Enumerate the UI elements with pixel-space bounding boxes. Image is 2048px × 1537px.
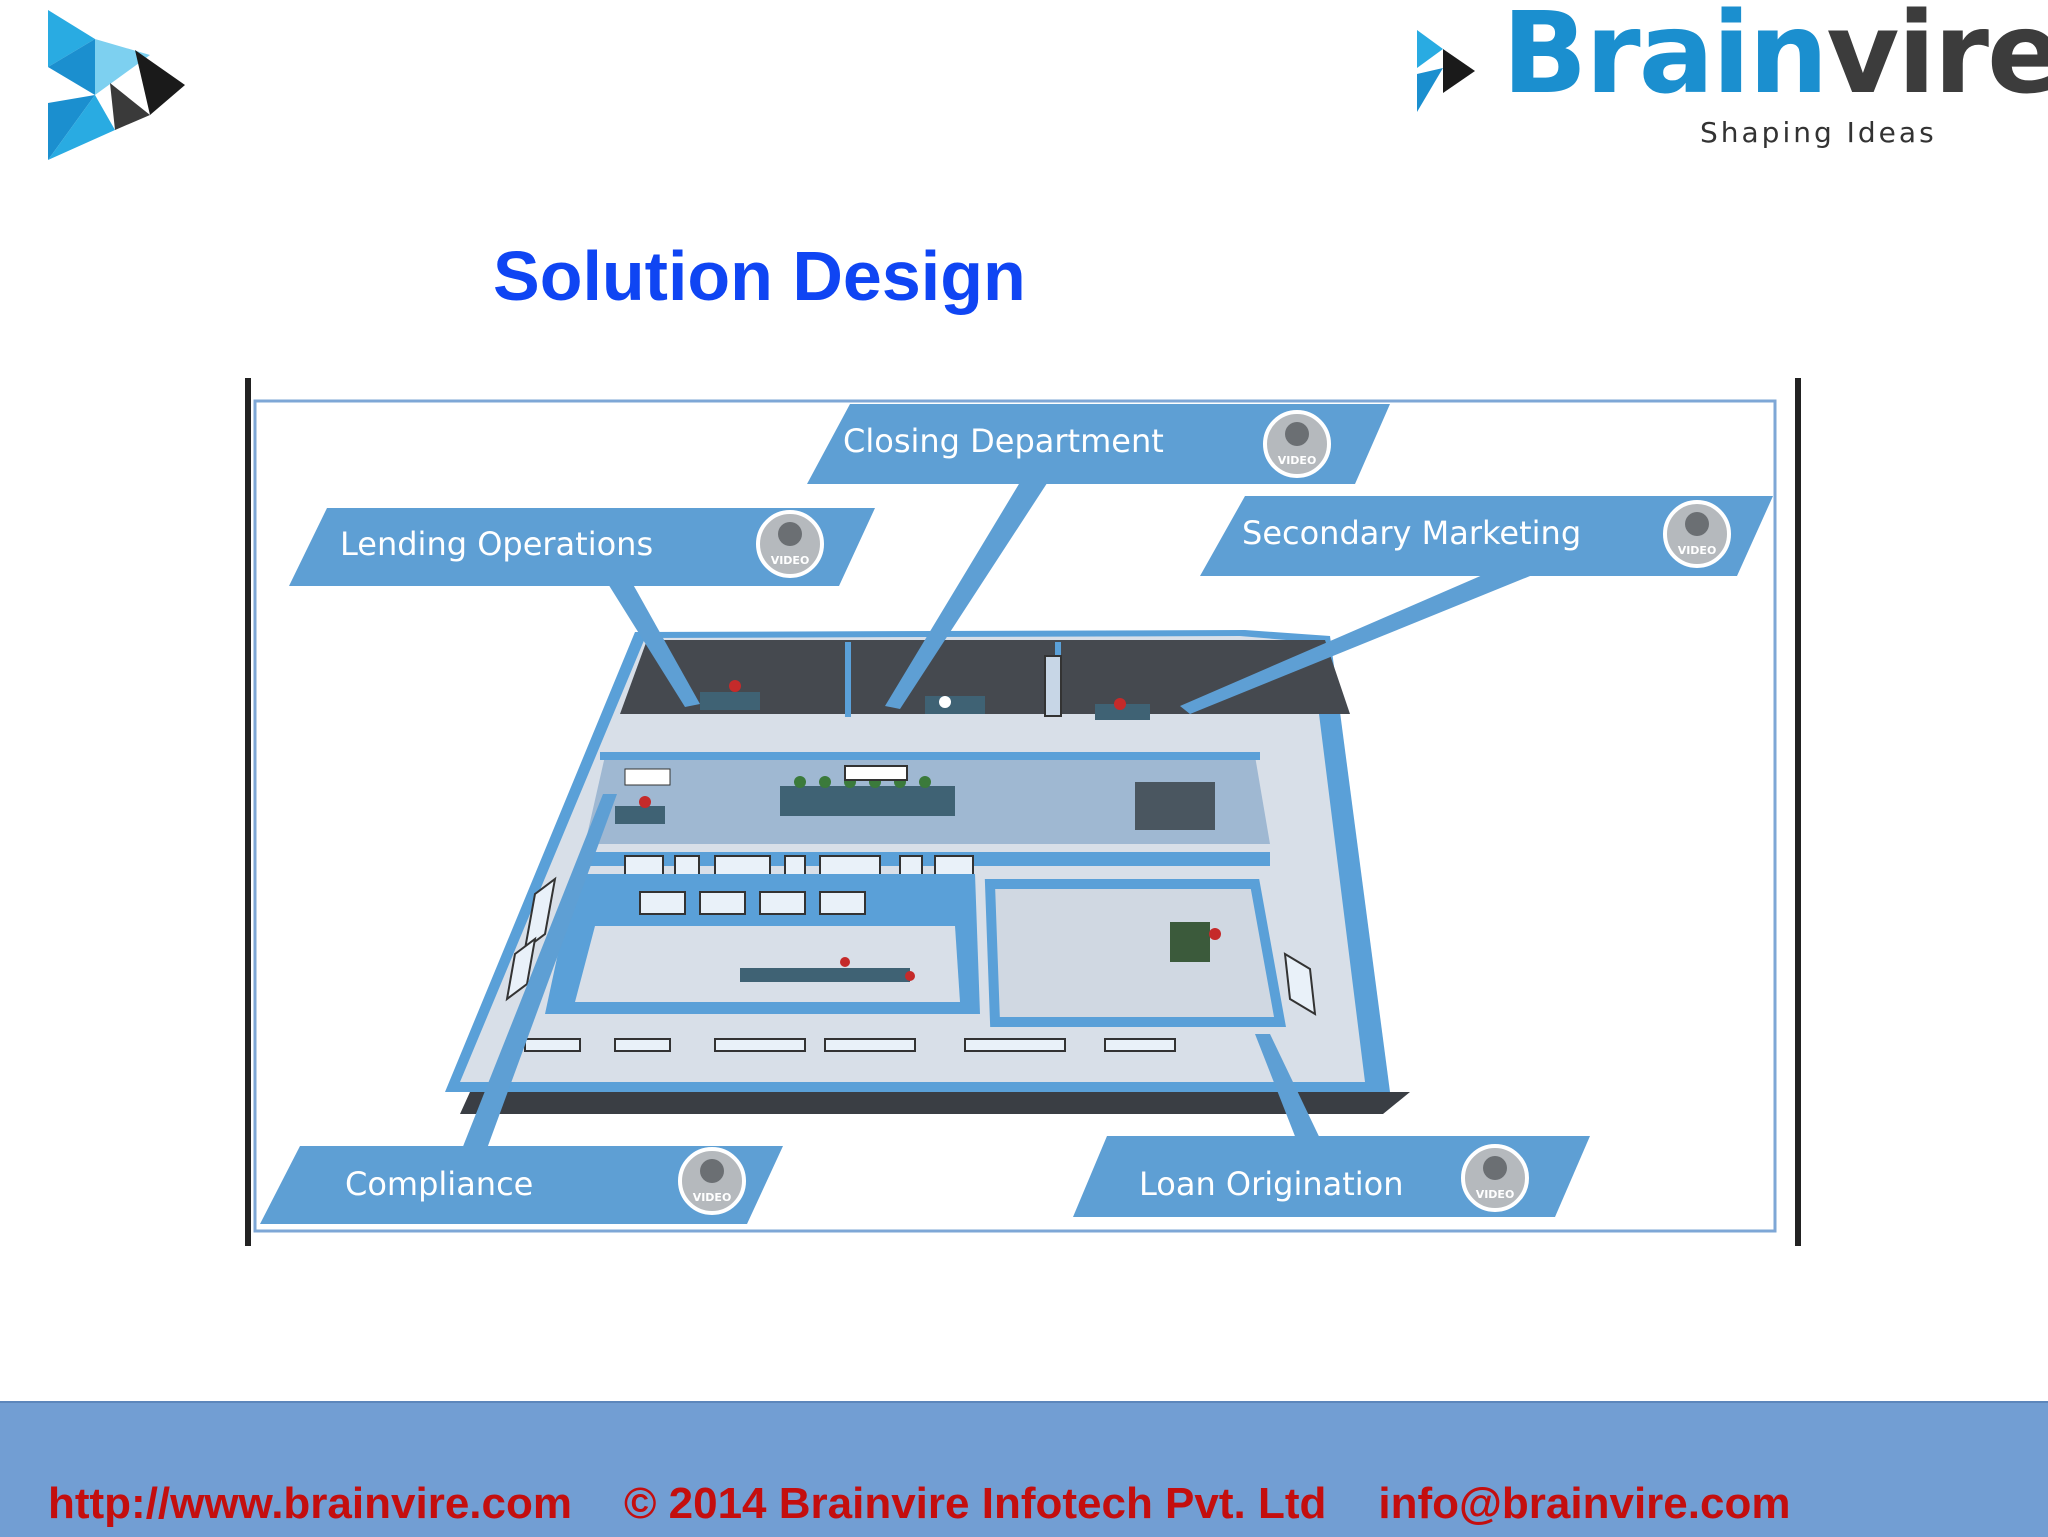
lending-operations-label: Lending Operations <box>340 525 653 563</box>
svg-text:VIDEO: VIDEO <box>771 554 810 567</box>
window <box>624 768 671 786</box>
callout-lending-operations[interactable]: Lending Operations VIDEO <box>289 508 875 586</box>
loan-origination-label: Loan Origination <box>1139 1165 1404 1203</box>
video-icon[interactable]: VIDEO <box>678 1147 746 1215</box>
desk-chair <box>905 971 915 981</box>
brand-name: Brainvire <box>1502 0 2048 110</box>
callout-closing-department[interactable]: Closing Department VIDEO <box>807 404 1390 484</box>
side-windows-left <box>505 876 557 1002</box>
footer-website-link[interactable]: http://www.brainvire.com <box>48 1479 572 1528</box>
video-icon[interactable]: VIDEO <box>1263 410 1331 478</box>
bottom-right-room <box>984 879 1286 1027</box>
brand-chevron-icon <box>1417 30 1475 112</box>
footer-copyright: © 2014 Brainvire Infotech Pvt. Ltd <box>623 1479 1327 1528</box>
conference-chair <box>794 776 806 788</box>
callout-compliance[interactable]: Compliance VIDEO <box>260 1146 783 1224</box>
door <box>1044 655 1062 717</box>
svg-text:VIDEO: VIDEO <box>693 1191 732 1204</box>
desk-chair <box>639 796 651 808</box>
svg-text:VIDEO: VIDEO <box>1476 1188 1515 1201</box>
desk <box>925 696 985 714</box>
corner-logo-icon <box>40 5 190 165</box>
video-icon[interactable]: VIDEO <box>1663 500 1731 568</box>
cubicle-row <box>639 891 866 915</box>
footer-email-link[interactable]: info@brainvire.com <box>1378 1479 1791 1528</box>
slide-title: Solution Design <box>493 237 1026 315</box>
window-row <box>624 855 974 877</box>
video-icon[interactable]: VIDEO <box>756 510 824 578</box>
brand-tagline: Shaping Ideas <box>1700 116 1937 149</box>
brand-logo: Brainvire Shaping Ideas <box>1410 0 2048 150</box>
desk-chair <box>939 696 951 708</box>
svg-text:VIDEO: VIDEO <box>1278 454 1317 467</box>
desk-chair <box>729 680 741 692</box>
svg-text:VIDEO: VIDEO <box>1678 544 1717 557</box>
pointer-secondary-marketing <box>1180 574 1535 714</box>
top-room-floor <box>620 640 1350 714</box>
brand-name-part1: Brain <box>1502 0 1828 119</box>
video-icon[interactable]: VIDEO <box>1461 1144 1529 1212</box>
callout-secondary-marketing[interactable]: Secondary Marketing VIDEO <box>1200 496 1773 576</box>
wall <box>600 752 1260 760</box>
pointer-lending-operations <box>605 579 700 707</box>
office-floor-diagram: Closing Department VIDEO Lending Operati… <box>245 378 1801 1246</box>
conference-table <box>780 786 955 816</box>
desk <box>1095 704 1150 720</box>
office-desk <box>1170 922 1210 962</box>
building-base <box>460 1092 1410 1114</box>
conference-chair <box>819 776 831 788</box>
desk-chair <box>1114 698 1126 710</box>
room-divider <box>845 642 851 717</box>
conference-chair <box>919 776 931 788</box>
compliance-label: Compliance <box>345 1165 533 1203</box>
desk <box>615 806 665 824</box>
brand-name-part2: vire <box>1826 0 2048 119</box>
secondary-marketing-label: Secondary Marketing <box>1242 514 1581 552</box>
whiteboard <box>844 765 908 781</box>
desk-chair <box>840 957 850 967</box>
stairs <box>1135 782 1215 830</box>
pointer-compliance <box>460 794 617 1154</box>
footer-text: http://www.brainvire.com © 2014 Brainvire… <box>48 1479 1842 1529</box>
pointer-loan-origination <box>1255 1034 1325 1149</box>
side-windows-right <box>1283 952 1317 1016</box>
reception-counter <box>740 968 910 982</box>
callout-loan-origination[interactable]: Loan Origination VIDEO <box>1073 1136 1590 1217</box>
desk <box>700 692 760 710</box>
closing-department-label: Closing Department <box>843 422 1164 460</box>
frame-left-bar <box>245 378 251 1246</box>
desk-chair <box>1209 928 1221 940</box>
front-windows <box>524 1038 1176 1052</box>
footer-bar: http://www.brainvire.com © 2014 Brainvire… <box>0 1401 2048 1537</box>
pointer-closing-department <box>885 474 1053 709</box>
frame-right-bar <box>1795 378 1801 1246</box>
bottom-left-room-floor <box>575 926 960 1002</box>
